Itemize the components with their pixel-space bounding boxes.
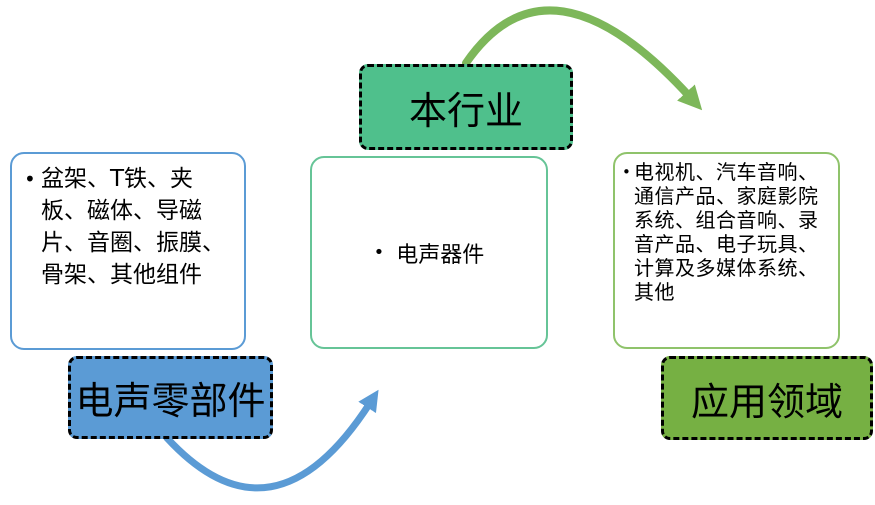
bullet-icon: •	[24, 167, 36, 191]
bullet-icon: •	[622, 163, 631, 181]
applications-list-text: 电视机、汽车音响、通信产品、家庭影院系统、组合音响、录音产品、电子玩具、计算及多…	[634, 160, 819, 304]
industry-tag-label: 本行业	[408, 88, 523, 133]
components-list-box: • 盆架、T铁、夹板、磁体、导磁片、音圈、振膜、骨架、其他组件	[10, 152, 246, 350]
bullet-icon: •	[373, 242, 385, 263]
applications-tag-label: 应用领域	[690, 379, 843, 424]
industry-box: • 电声器件	[310, 156, 548, 349]
components-tag-label: 电声零部件	[75, 379, 266, 423]
components-list-text: 盆架、T铁、夹板、磁体、导磁片、音圈、振膜、骨架、其他组件	[41, 166, 225, 288]
industry-box-line: • 电声器件	[374, 237, 485, 269]
industry-tag: 本行业	[359, 64, 573, 150]
components-tag: 电声零部件	[68, 356, 273, 439]
applications-list-box: • 电视机、汽车音响、通信产品、家庭影院系统、组合音响、录音产品、电子玩具、计算…	[613, 152, 840, 349]
applications-tag: 应用领域	[661, 356, 873, 440]
industry-box-text: 电声器件	[396, 242, 485, 268]
